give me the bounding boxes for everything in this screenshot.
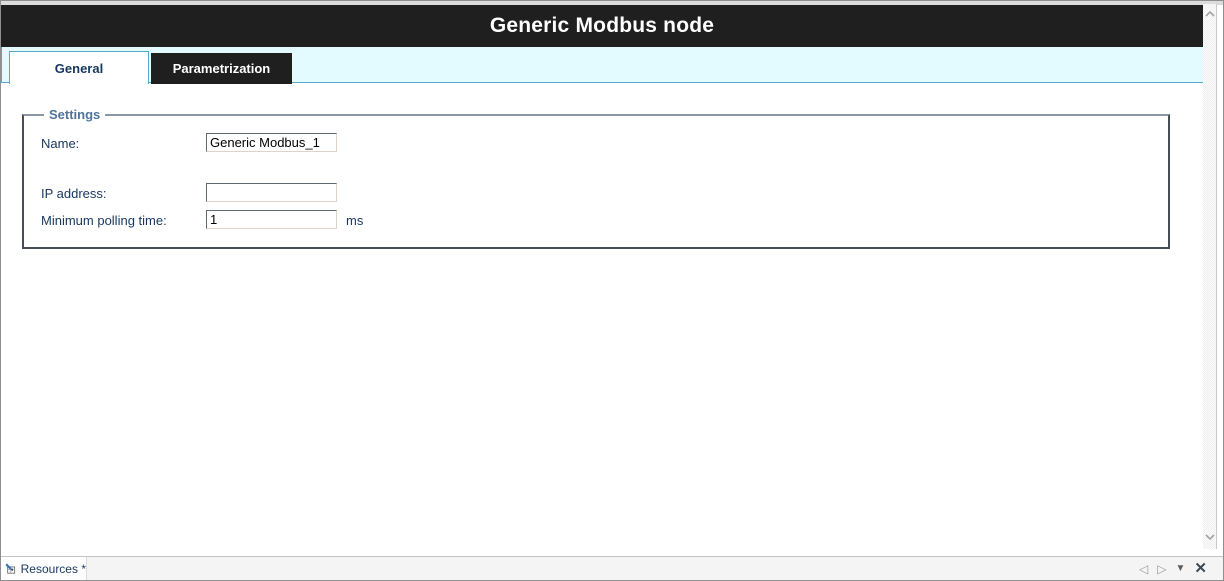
nav-back-icon[interactable]: ◁: [1139, 561, 1149, 576]
tab-parametrization[interactable]: Parametrization: [151, 53, 292, 84]
settings-group-legend: Settings: [44, 107, 106, 122]
chevron-down-icon: [1204, 534, 1215, 541]
scroll-down-button[interactable]: [1203, 529, 1216, 545]
name-input[interactable]: [206, 133, 337, 152]
general-tab-panel: Settings Name: IP address: Minimum polli…: [1, 84, 1203, 557]
resources-icon: [5, 563, 16, 574]
window-top-edge: [1, 1, 1223, 5]
editor-header: Generic Modbus node: [1, 5, 1203, 47]
tab-parametrization-label: Parametrization: [172, 61, 271, 76]
dropdown-icon[interactable]: ▼: [1175, 562, 1186, 574]
vertical-scrollbar[interactable]: [1203, 4, 1217, 549]
tab-general[interactable]: General: [9, 51, 149, 84]
close-icon[interactable]: ✕: [1194, 560, 1207, 577]
page-title: Generic Modbus node: [489, 14, 715, 37]
chevron-up-icon: [1204, 10, 1215, 17]
min-polling-time-label: Minimum polling time:: [41, 213, 167, 228]
dock-nav-controls: ◁ ▷ ▼ ✕: [1139, 557, 1207, 580]
nav-forward-icon[interactable]: ▷: [1157, 561, 1167, 576]
min-polling-time-input[interactable]: [206, 210, 337, 229]
scroll-up-button[interactable]: [1203, 6, 1216, 22]
ip-address-input[interactable]: [206, 183, 337, 202]
resources-tab[interactable]: Resources *: [1, 557, 87, 580]
ip-address-label: IP address:: [41, 186, 107, 201]
bottom-dock-bar: Resources * ◁ ▷ ▼ ✕: [1, 556, 1223, 580]
tab-strip: General Parametrization: [1, 47, 1203, 84]
tab-general-label: General: [54, 60, 104, 76]
settings-group: Settings Name: IP address: Minimum polli…: [22, 107, 1170, 249]
min-polling-time-unit: ms: [346, 213, 364, 228]
resources-tab-label: Resources *: [20, 561, 86, 576]
name-label: Name:: [41, 136, 80, 151]
